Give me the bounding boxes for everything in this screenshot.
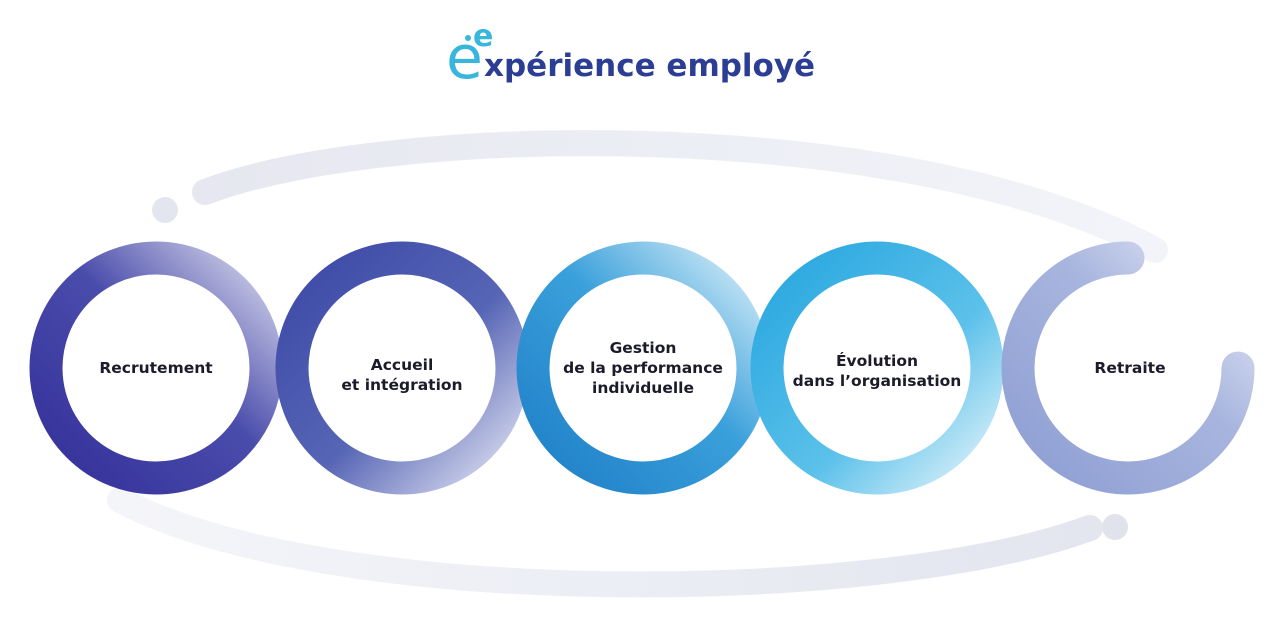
stage-label-gestion: Gestion de la performance individuelle (563, 339, 723, 397)
stage-label-evolution: Évolution dans l’organisation (793, 351, 962, 390)
stage-label-retraite: Retraite (1094, 359, 1165, 377)
stage-label-line: Accueil (371, 356, 434, 374)
ring-recrutement (29, 241, 283, 495)
logo-dot-icon (465, 35, 471, 41)
stage-label-recrutement: Recrutement (99, 359, 213, 377)
stage-rings (29, 241, 1255, 495)
ee-logo-icon: e e (446, 19, 493, 93)
ring-accueil (275, 241, 529, 495)
stage-label-line: dans l’organisation (793, 372, 962, 390)
stage-label-line: Recrutement (99, 359, 213, 377)
orbit-arc-bottom (107, 487, 1103, 598)
stage-label-line: individuelle (592, 379, 694, 397)
logo-mark: e (446, 23, 483, 93)
stage-label-line: de la performance (563, 359, 723, 377)
stage-label-accueil: Accueil et intégration (341, 356, 462, 394)
stage-labels: Recrutement Accueil et intégration Gestion d… (99, 339, 1165, 397)
stage-label-line: Retraite (1094, 359, 1165, 377)
stage-label-line: Gestion (610, 339, 677, 357)
dot-icon (152, 197, 178, 223)
orbit-arc-top (192, 130, 1168, 263)
ring-retraite (1001, 241, 1255, 495)
logo-superscript: e (473, 19, 493, 54)
title-banner: e e xpérience employé (446, 19, 815, 93)
dot-icon (1102, 514, 1128, 540)
ring-evolution (750, 241, 1004, 495)
stage-label-line: et intégration (341, 376, 462, 394)
stage-label-line: Évolution (836, 351, 918, 370)
page-title: xpérience employé (484, 48, 815, 84)
